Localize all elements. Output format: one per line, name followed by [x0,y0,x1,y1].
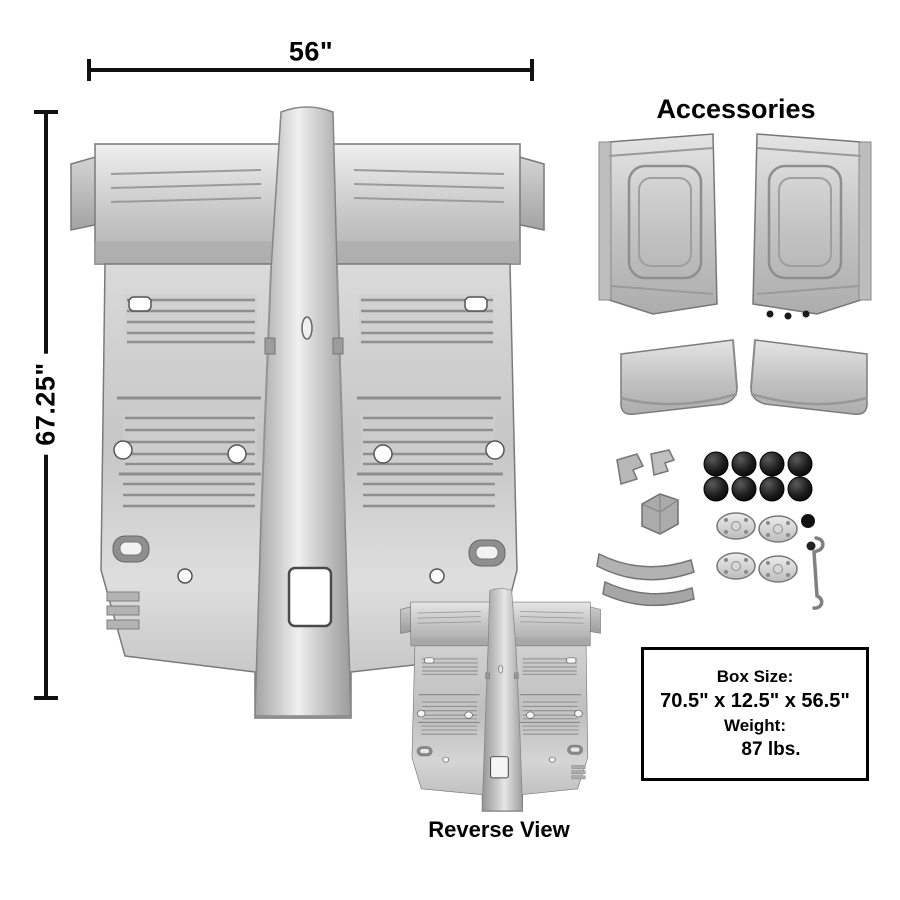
small-plugs [801,514,816,551]
width-dimension-cap-left [87,59,91,81]
rubber-plugs [703,451,813,502]
weight-value: 87 lbs. [741,739,801,760]
box-size-value: 70.5" x 12.5" x 56.5" [660,690,850,712]
curved-arms [596,552,695,607]
box-size-panel: Box Size: 70.5" x 12.5" x 56.5" Weight: … [641,647,869,781]
panel-bottom-holes [766,310,810,320]
height-dimension-cap-bottom [34,696,58,700]
seat-platform-left [620,339,738,416]
seat-platform-right [749,338,869,416]
reverse-view-label: Reverse View [428,817,570,842]
width-dimension-line [90,68,531,72]
s-hook [812,536,825,610]
seat-platforms-image [620,338,869,416]
torque-box-left [598,133,718,315]
torque-box-panels-image [598,132,873,320]
mounting-clips [616,449,676,485]
oval-plates [716,512,798,583]
height-dimension-cap-top [34,110,58,114]
hardware-kit-image [596,449,825,610]
width-dimension-cap-right [530,59,534,81]
accessories-title: Accessories [656,94,816,124]
height-dimension-label: 67.25" [30,353,62,455]
bracket [641,493,679,535]
width-dimension-label: 56" [288,36,334,67]
weight-title: Weight: [723,716,786,735]
box-size-title: Box Size: [716,667,794,686]
torque-box-right [751,132,873,316]
reverse-view-image [399,587,602,813]
